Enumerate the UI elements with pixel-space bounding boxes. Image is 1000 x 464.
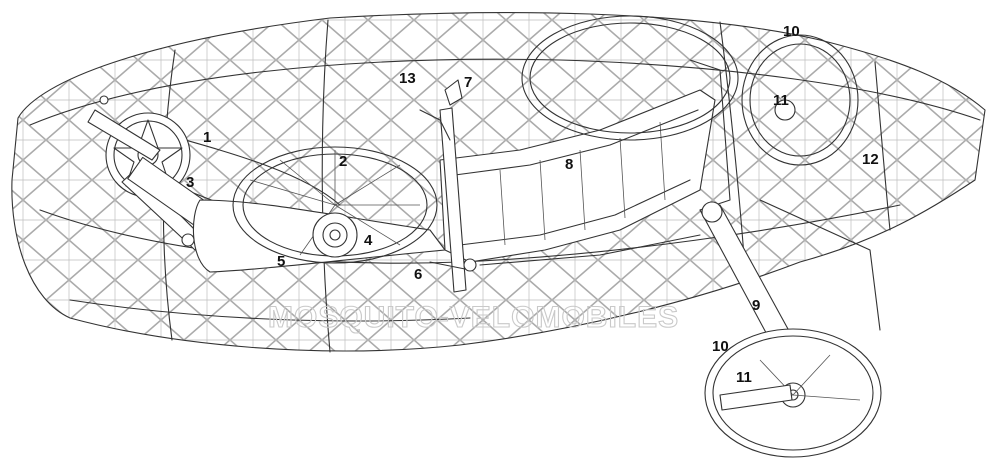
callout-8: 8 xyxy=(565,156,573,173)
seat-frame xyxy=(439,59,731,263)
callout-3: 3 xyxy=(186,174,194,191)
callout-4: 4 xyxy=(364,232,373,249)
callout-5: 5 xyxy=(277,253,285,270)
front-wheel-inner xyxy=(741,34,859,166)
callout-10-bottom: 10 xyxy=(712,338,729,355)
crankset xyxy=(87,95,209,251)
front-wheel-outer xyxy=(704,328,882,458)
callout-12: 12 xyxy=(862,151,879,168)
callouts: 1 2 3 4 5 6 7 8 9 10 11 12 13 10 11 xyxy=(186,23,879,386)
callout-13: 13 xyxy=(399,70,416,87)
steering-linkage xyxy=(429,234,701,272)
callout-11-top: 11 xyxy=(773,92,789,109)
front-strut xyxy=(699,199,881,369)
callout-1: 1 xyxy=(203,129,211,146)
tiller xyxy=(419,79,467,293)
callout-10-top: 10 xyxy=(783,23,800,40)
canopy-hatch xyxy=(521,15,739,141)
callout-6: 6 xyxy=(414,266,422,283)
callout-11-bottom: 11 xyxy=(736,369,752,386)
rear-wheel xyxy=(232,146,438,264)
callout-7: 7 xyxy=(464,74,472,91)
callout-9: 9 xyxy=(752,297,760,314)
callout-2: 2 xyxy=(339,153,347,170)
watermark-text: MOSQUITO-VELOMOBILES xyxy=(268,301,679,334)
